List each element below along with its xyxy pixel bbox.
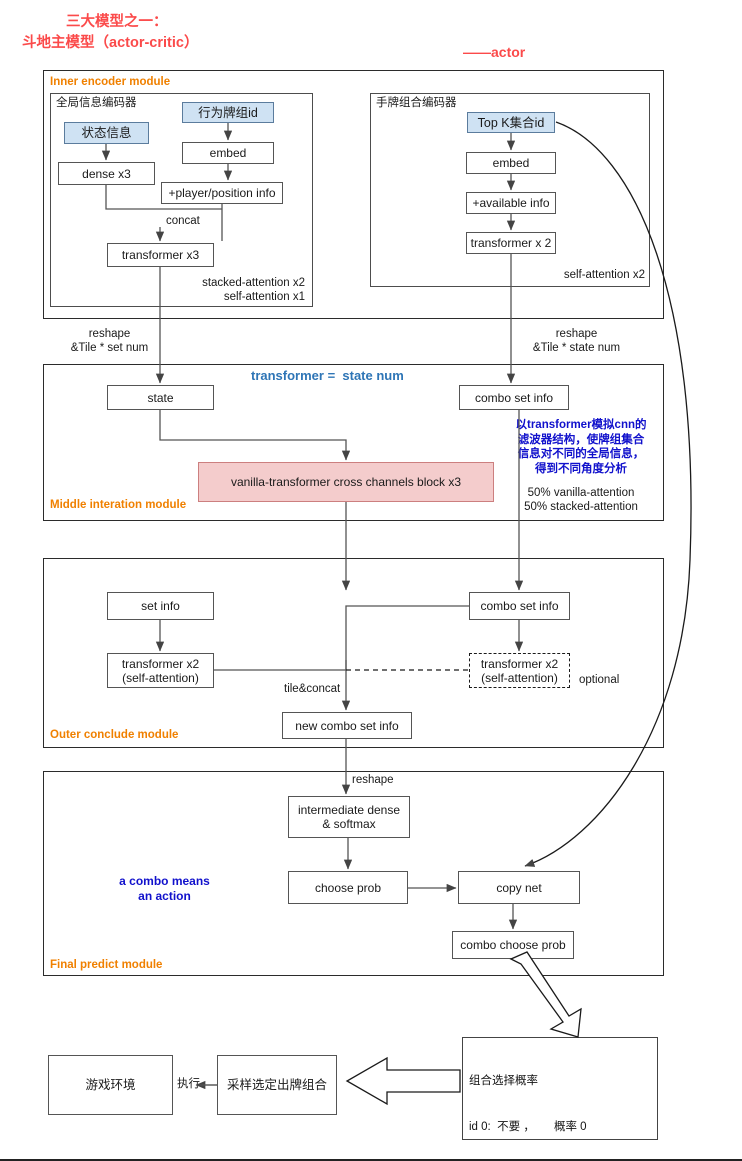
outer-conclude-module-label: Outer conclude module bbox=[50, 729, 179, 741]
middle-annotation-en: 50% vanilla-attention 50% stacked-attent… bbox=[524, 487, 638, 513]
node-action-card-group-id[interactable]: 行为牌组id bbox=[182, 102, 274, 123]
node-new-combo-set-info[interactable]: new combo set info bbox=[282, 712, 412, 739]
node-copy-net[interactable]: copy net bbox=[458, 871, 580, 904]
node-combo-set-info-outer[interactable]: combo set info bbox=[469, 592, 570, 620]
actor-label: ——actor bbox=[463, 44, 526, 60]
prob-row: id 0: 不要 ， 概率 0 bbox=[469, 1120, 587, 1133]
final-predict-module bbox=[43, 771, 664, 976]
node-choose-prob[interactable]: choose prob bbox=[288, 871, 408, 904]
global-info-encoder-box bbox=[50, 93, 313, 307]
node-transformer-combo-optional[interactable]: transformer x2 (self-attention) bbox=[469, 653, 570, 688]
node-combo-choose-prob[interactable]: combo choose prob bbox=[452, 931, 574, 959]
prob-panel-title: 组合选择概率 bbox=[469, 1075, 538, 1088]
page-title-line2: 斗地主模型（actor-critic） bbox=[22, 35, 199, 51]
middle-interaction-module-label: Middle interation module bbox=[50, 499, 187, 511]
node-embed-right[interactable]: embed bbox=[466, 152, 556, 174]
node-transformer-set-info[interactable]: transformer x2 (self-attention) bbox=[107, 653, 214, 688]
node-game-environment[interactable]: 游戏环境 bbox=[48, 1055, 173, 1115]
node-intermediate-dense-softmax[interactable]: intermediate dense & softmax bbox=[288, 796, 410, 838]
final-predict-annotation: a combo means an action bbox=[119, 874, 210, 903]
inner-encoder-left-note: stacked-attention x2 self-attention x1 bbox=[202, 277, 305, 303]
edge-label-tile-concat: tile&concat bbox=[284, 683, 341, 695]
node-player-position-info[interactable]: +player/position info bbox=[161, 182, 283, 204]
final-predict-module-label: Final predict module bbox=[50, 959, 163, 971]
node-transformer-left[interactable]: transformer x3 bbox=[107, 243, 214, 267]
node-topk-set-id[interactable]: Top K集合id bbox=[467, 112, 555, 133]
transformer-state-num-note: transformer = state num bbox=[251, 368, 404, 383]
reshape-label-right: reshape &Tile * state num bbox=[532, 328, 621, 354]
node-transformer-right[interactable]: transformer x 2 bbox=[466, 232, 556, 254]
edge-label-reshape: reshape bbox=[352, 774, 394, 786]
node-embed-left[interactable]: embed bbox=[182, 142, 274, 164]
node-state[interactable]: state bbox=[107, 385, 214, 410]
node-set-info[interactable]: set info bbox=[107, 592, 214, 620]
page-title-line1: 三大模型之一： bbox=[66, 14, 168, 30]
node-dense[interactable]: dense x3 bbox=[58, 162, 155, 185]
block-arrow-to-sample-node bbox=[345, 1056, 461, 1106]
node-available-info[interactable]: +available info bbox=[466, 192, 556, 214]
hand-combo-encoder-caption: 手牌组合编码器 bbox=[376, 97, 457, 109]
node-combo-set-info-middle[interactable]: combo set info bbox=[459, 385, 569, 410]
prob-panel: 组合选择概率 id 0: 不要 ， 概率 0 id 1: J , 概率 0.2 … bbox=[462, 1037, 658, 1140]
node-cross-channels-block[interactable]: vanilla-transformer cross channels block… bbox=[198, 462, 494, 502]
optional-label: optional bbox=[579, 674, 620, 686]
global-info-encoder-caption: 全局信息编码器 bbox=[56, 97, 137, 109]
middle-annotation-cn: 以transformer模拟cnn的 滤波器结构，使牌组集合 信息对不同的全局信… bbox=[515, 419, 647, 475]
inner-encoder-module-label: Inner encoder module bbox=[50, 76, 171, 88]
edge-label-concat: concat bbox=[166, 215, 200, 227]
reshape-label-left: reshape &Tile * set num bbox=[70, 328, 149, 354]
node-state-input[interactable]: 状态信息 bbox=[64, 122, 149, 144]
node-sample-selected-combo[interactable]: 采样选定出牌组合 bbox=[217, 1055, 337, 1115]
edge-label-execute: 执行 bbox=[177, 1078, 200, 1090]
inner-encoder-right-note: self-attention x2 bbox=[563, 269, 645, 281]
